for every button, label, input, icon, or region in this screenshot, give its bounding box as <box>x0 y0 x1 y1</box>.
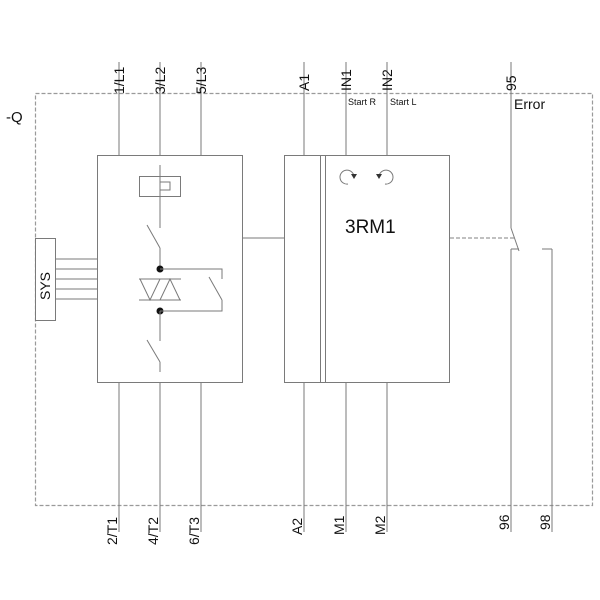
control-output-lines <box>303 383 388 532</box>
terminal-label-m2: M2 <box>372 515 388 535</box>
thyristor-icon <box>139 277 181 302</box>
control-module-3rm1 <box>284 155 450 383</box>
terminal-label-a1: A1 <box>296 74 312 91</box>
device-designation: -Q <box>6 109 23 126</box>
input-description-start-l: Start L <box>390 97 417 107</box>
power-output-lines <box>118 383 202 532</box>
terminal-label-m1: M1 <box>331 515 347 535</box>
terminal-label-95: 95 <box>503 75 519 91</box>
power-input-lines <box>118 62 202 155</box>
terminal-label-in2: IN2 <box>379 69 395 91</box>
sys-interface-block <box>35 238 56 321</box>
error-label: Error <box>514 96 545 112</box>
terminal-label-6-t3: 6/T3 <box>186 517 202 545</box>
sys-label: SYS <box>37 272 53 300</box>
terminal-label-98: 98 <box>537 514 553 530</box>
terminal-label-in1: IN1 <box>338 69 354 91</box>
error-relay-contact-icon <box>510 62 553 532</box>
terminal-label-5-l3: 5/L3 <box>193 67 209 94</box>
terminal-label-1-l1: 1/L1 <box>111 67 127 94</box>
input-description-start-r: Start R <box>348 97 377 107</box>
terminal-label-2-t1: 2/T1 <box>104 517 120 545</box>
bypass-contact-icon <box>160 268 223 312</box>
control-input-lines <box>303 62 388 155</box>
terminal-label-96: 96 <box>496 514 512 530</box>
sys-bus-lines <box>56 258 97 300</box>
terminal-label-4-t2: 4/T2 <box>145 517 161 545</box>
overload-element-icon <box>139 165 181 228</box>
counterclockwise-rotation-icon <box>376 169 394 185</box>
lower-switch-contact-icon <box>146 311 161 372</box>
terminal-label-a2: A2 <box>289 518 305 535</box>
clockwise-rotation-icon <box>339 169 357 185</box>
module-name: 3RM1 <box>345 217 396 238</box>
terminal-label-3-l2: 3/L2 <box>152 67 168 94</box>
